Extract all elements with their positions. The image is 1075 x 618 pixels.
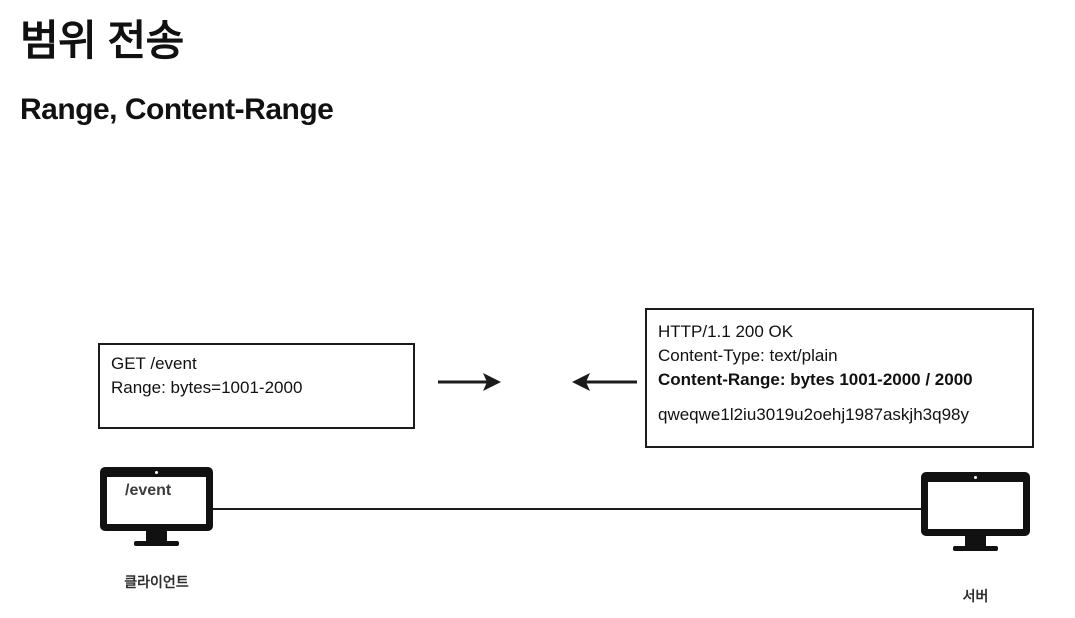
server-monitor-screen xyxy=(928,482,1023,529)
network-connection-line xyxy=(212,508,922,510)
server-monitor-camera-dot xyxy=(974,476,977,479)
client-screen-path-text: /event xyxy=(125,482,172,499)
server-label: 서버 xyxy=(962,588,989,604)
page-subtitle: Range, Content-Range xyxy=(20,93,334,126)
client-monitor-neck xyxy=(146,531,167,541)
http-request-message-box: GET /event Range: bytes=1001-2000 xyxy=(98,343,415,429)
server-monitor-base xyxy=(953,546,998,551)
response-arrow-icon xyxy=(572,373,637,391)
request-start-line: GET /event xyxy=(111,354,197,373)
client-monitor-screen xyxy=(107,477,206,524)
client-label: 클라이언트 xyxy=(124,574,189,590)
http-response-message-box: HTTP/1.1 200 OK Content-Type: text/plain… xyxy=(645,308,1034,448)
request-range-header: Range: bytes=1001-2000 xyxy=(111,378,303,397)
response-content-type-header: Content-Type: text/plain xyxy=(658,346,838,365)
response-body-payload: qweqwe1l2iu3019u2oehj1987askjh3q98y xyxy=(658,405,969,424)
response-content-range-header: Content-Range: bytes 1001-2000 / 2000 xyxy=(658,370,973,389)
server-monitor-icon xyxy=(921,472,1030,551)
response-status-line: HTTP/1.1 200 OK xyxy=(658,322,794,341)
server-monitor-neck xyxy=(965,536,986,546)
page-title: 범위 전송 xyxy=(20,17,184,64)
client-monitor-camera-dot xyxy=(155,471,158,474)
client-monitor-base xyxy=(134,541,179,546)
request-arrow-icon xyxy=(438,373,501,391)
client-monitor-icon: /event xyxy=(100,467,213,546)
